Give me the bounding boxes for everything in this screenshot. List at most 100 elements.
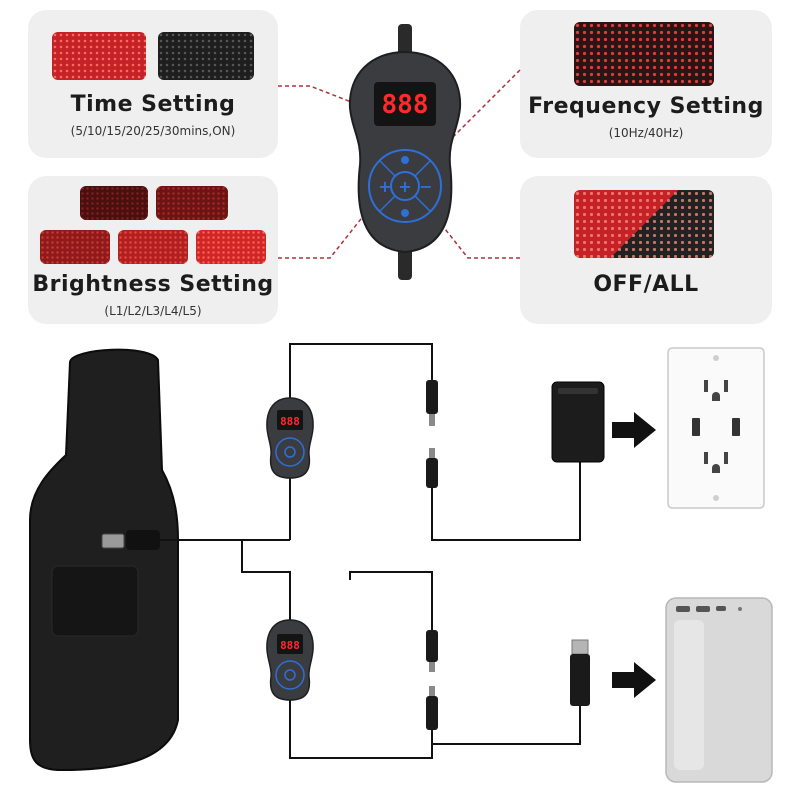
upper-controller-body	[266, 397, 314, 479]
keypad-ring-outer	[368, 149, 442, 223]
main-controller: 888 + + −	[348, 24, 462, 280]
upper-controller-keypad-ring	[275, 437, 305, 467]
usb-plug-metal	[571, 639, 589, 655]
outlet-upper-slot-left	[704, 380, 708, 392]
belt-plug	[126, 530, 160, 550]
wire-upper-loop	[289, 343, 433, 398]
lower-controller-body	[266, 619, 314, 701]
brightness-level-1-pad	[80, 186, 148, 220]
lower-dc-female	[426, 696, 438, 730]
connector-offall	[429, 209, 520, 259]
usb-plug-icon	[570, 639, 590, 706]
adapter-body	[551, 381, 605, 463]
lower-dc-male-tip	[429, 662, 435, 672]
wire-usb-out	[431, 706, 581, 745]
frequency-setting-panel: Frequency Setting (10Hz/40Hz)	[520, 10, 772, 158]
connector-time	[278, 85, 373, 111]
controller-body	[348, 50, 462, 254]
controller-cable-bottom	[398, 244, 412, 280]
brightness-level-5-pad	[196, 230, 266, 264]
outlet-plate	[667, 347, 765, 509]
upper-dc-male	[426, 380, 438, 414]
frequency-led-pad-thumbnail	[574, 22, 714, 86]
arrow-right-icon	[612, 412, 656, 698]
wire-adapter-out	[431, 462, 581, 541]
wire-lower-controller-bottom	[289, 690, 433, 759]
wrap-belt	[29, 348, 179, 772]
time-setting-panel: Time Setting (5/10/15/20/25/30mins,ON)	[28, 10, 278, 158]
lower-dc-female-tip	[429, 686, 435, 696]
frequency-setting-subtitle: (10Hz/40Hz)	[608, 126, 684, 140]
usb-plug-body	[570, 654, 590, 706]
powerbank-body	[665, 597, 773, 783]
wall-outlet-icon	[667, 347, 765, 509]
lower-controller-display	[277, 634, 303, 654]
lower-dc-connectors	[426, 630, 438, 730]
upper-dc-connectors	[426, 380, 438, 488]
outlet-top-screw	[713, 355, 719, 361]
outlet-bottom-screw	[713, 495, 719, 501]
frequency-setting-title: Frequency Setting	[528, 94, 764, 119]
outlet-upper-ground	[712, 392, 720, 401]
keypad-minus-right-icon: −	[419, 177, 432, 196]
upper-dc-female-tip	[429, 448, 435, 458]
powerbank-port-3	[716, 606, 726, 611]
controller-display-digits: 888	[382, 90, 429, 120]
belt-dc-port	[101, 533, 125, 549]
wire-lower-loop	[349, 571, 433, 630]
keypad-divider-4	[414, 195, 431, 212]
off-led-pad-thumbnail	[158, 32, 254, 80]
upper-controller-keypad-center	[284, 446, 296, 458]
upper-dc-female	[426, 458, 438, 488]
keypad-plus-center-icon: +	[398, 177, 411, 196]
keypad-ring-inner	[390, 171, 420, 201]
dashed-connectors	[278, 69, 521, 259]
time-setting-title: Time Setting	[70, 92, 236, 117]
time-setting-subtitle: (5/10/15/20/25/30mins,ON)	[70, 124, 236, 138]
outlet-lower-slot-right	[724, 452, 728, 464]
lower-controller-keypad-ring	[275, 660, 305, 690]
controller-cable-top	[398, 24, 412, 58]
brightness-level-3-pad	[40, 230, 110, 264]
outlet-usb-port-1	[692, 418, 700, 436]
arrow-to-outlet	[612, 412, 656, 448]
off-all-panel: OFF/ALL	[520, 176, 772, 324]
lower-controller-digits: 888	[280, 639, 300, 652]
keypad-top-icon	[401, 156, 409, 164]
wire-splitter-to-lower	[241, 540, 291, 620]
keypad-divider-2	[414, 160, 431, 177]
connector-frequency	[439, 69, 521, 151]
powerbank-port-2	[696, 606, 710, 612]
arrow-to-powerbank	[612, 662, 656, 698]
controller-keypad	[368, 149, 442, 223]
adapter-highlight	[558, 388, 598, 394]
upper-dc-male-tip	[429, 414, 435, 426]
brightness-setting-subtitle: (L1/L2/L3/L4/L5)	[104, 304, 202, 318]
powerbank-sheen	[674, 620, 704, 770]
belt-body	[29, 348, 179, 772]
outlet-lower-ground	[712, 464, 720, 473]
keypad-bottom-icon	[401, 209, 409, 217]
brightness-setting-panel: Brightness Setting (L1/L2/L3/L4/L5)	[28, 176, 278, 324]
outlet-lower-slot-left	[704, 452, 708, 464]
red-led-pad-thumbnail	[52, 32, 146, 80]
powerbank-port-1	[676, 606, 690, 612]
belt-velcro-patch	[51, 565, 139, 637]
lower-controller: 888	[266, 619, 314, 701]
outlet-usb-port-2	[732, 418, 740, 436]
brightness-level-4-pad	[118, 230, 188, 264]
power-bank-icon	[665, 597, 773, 783]
keypad-plus-left-icon: +	[378, 177, 391, 196]
brightness-setting-title: Brightness Setting	[32, 272, 274, 297]
connector-brightness	[278, 194, 381, 259]
off-all-led-dots-overlay	[574, 190, 714, 258]
upper-controller: 888	[266, 397, 314, 479]
keypad-divider-3	[379, 195, 396, 212]
controller-display	[374, 82, 436, 126]
brightness-level-2-pad	[156, 186, 228, 220]
lower-controller-keypad-center	[284, 669, 296, 681]
powerbank-indicator	[738, 607, 742, 611]
keypad-divider-1	[379, 160, 396, 177]
power-adapter-icon	[551, 381, 605, 463]
